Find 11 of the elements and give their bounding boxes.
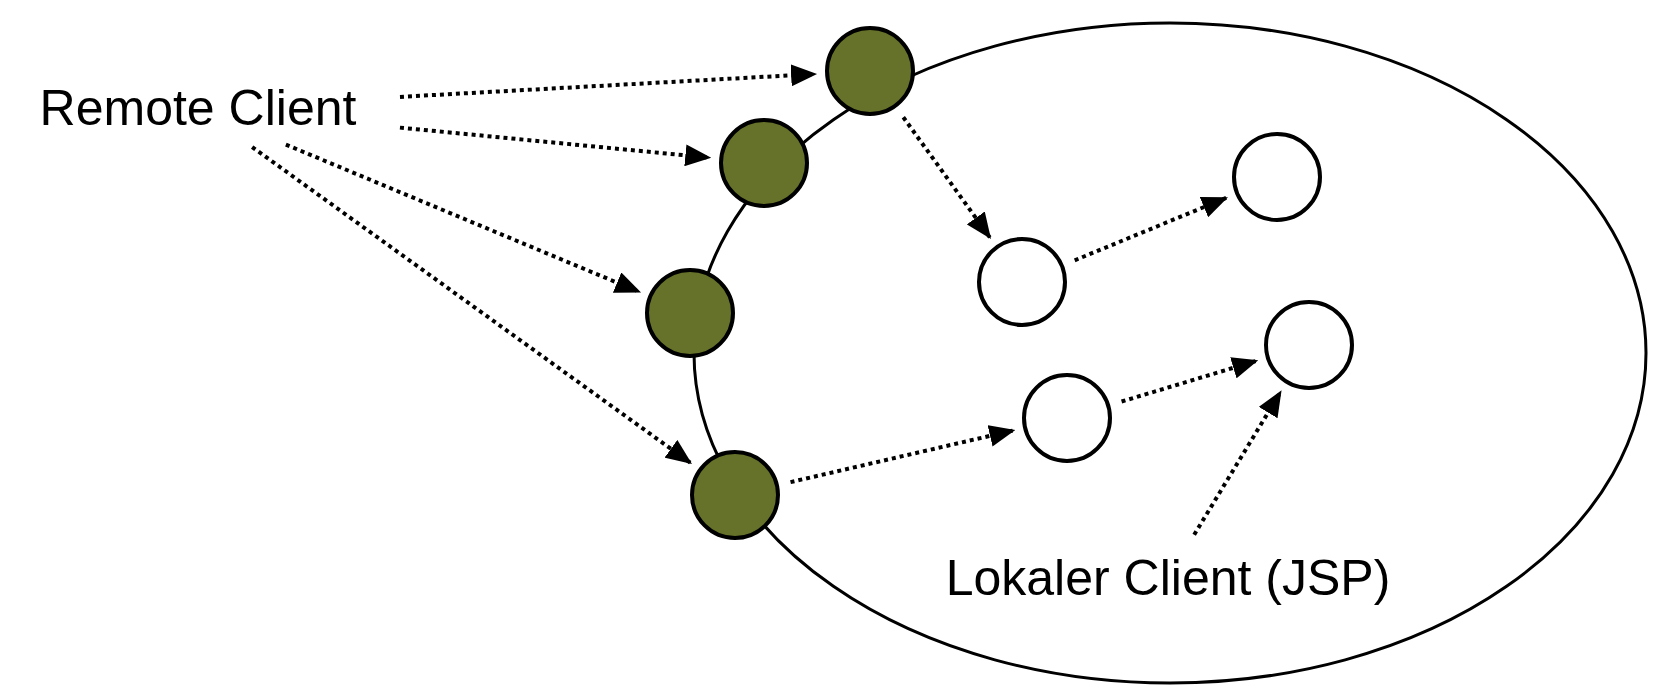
node-label: Lokaler Client (JSP) (945, 553, 1391, 603)
dotted-arrow (1121, 357, 1259, 404)
dotted-arrow (285, 142, 642, 294)
dotted-arrow (250, 145, 692, 465)
node-label: Remote Client (39, 83, 357, 133)
dotted-arrow (790, 425, 1016, 485)
dotted-arrow (399, 64, 818, 99)
dotted-arrow (1192, 390, 1283, 536)
dotted-arrow (901, 116, 992, 239)
dotted-arrow (399, 125, 712, 167)
dotted-arrow (1073, 196, 1228, 263)
